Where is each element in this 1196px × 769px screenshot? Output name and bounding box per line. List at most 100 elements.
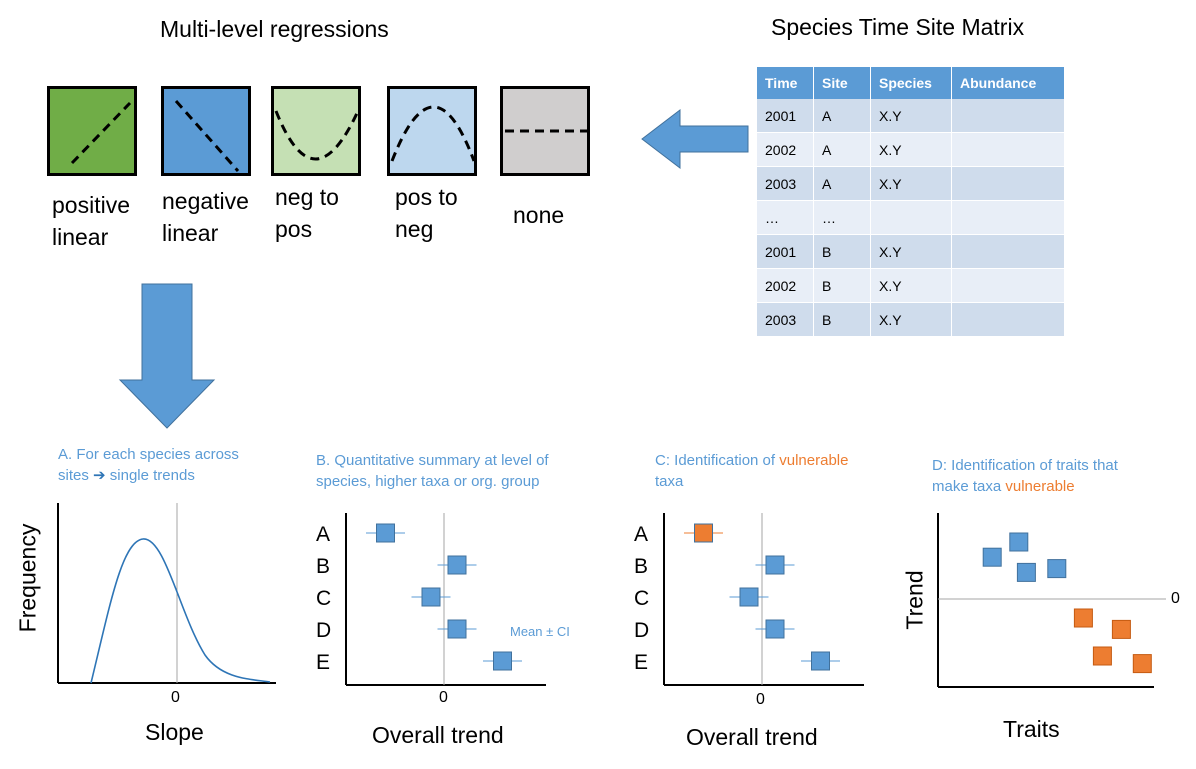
panel-c-mean-point	[765, 619, 785, 639]
cell	[951, 132, 1065, 167]
panel-b-category-label: D	[316, 619, 331, 642]
cell	[951, 166, 1065, 201]
panel-c-mean-point	[739, 587, 759, 607]
diagonal-down-line-icon	[174, 100, 240, 172]
cell	[870, 200, 952, 235]
cell: 2001	[757, 234, 814, 269]
panel-c-mean-point	[811, 651, 830, 671]
panel-d-chart	[937, 513, 1166, 688]
cell: X.Y	[870, 132, 952, 167]
panel-a-xlabel: Slope	[145, 719, 204, 745]
cell: X.Y	[870, 268, 952, 303]
pos-to-neg-box	[387, 86, 477, 176]
panel-c-mean-point	[765, 555, 785, 575]
panel-d-point	[1047, 559, 1067, 579]
panel-d-point	[1073, 608, 1093, 628]
cell: B	[813, 234, 871, 269]
cell: B	[813, 268, 871, 303]
left-arrow-icon	[641, 108, 749, 170]
panel-d-point	[982, 547, 1002, 567]
neg-to-pos-box	[271, 86, 361, 176]
matrix-header-abundance: Abundance	[951, 67, 1065, 99]
panel-b-category-label: B	[316, 555, 330, 578]
cell: X.Y	[870, 166, 952, 201]
cell: X.Y	[870, 234, 952, 269]
cell: A	[813, 132, 871, 167]
panel-b-category-label: C	[316, 587, 331, 610]
hump-curve-icon	[390, 105, 474, 162]
panel-a-caption: A. For each species across sites ➔ singl…	[58, 446, 239, 484]
regressions-title: Multi-level regressions	[160, 16, 389, 42]
cell	[951, 268, 1065, 303]
cell: A	[813, 166, 871, 201]
cell	[951, 234, 1065, 269]
matrix-header-site: Site	[813, 67, 871, 99]
panel-d-xlabel: Traits	[1003, 716, 1060, 742]
u-curve-icon	[274, 110, 358, 161]
cell: …	[757, 200, 814, 235]
cell	[951, 200, 1065, 235]
panel-c-mean-point	[694, 523, 713, 543]
vulnerable-highlight: vulnerable	[1005, 478, 1075, 495]
panel-b-mean-point	[447, 619, 467, 639]
panel-c-xlabel: Overall trend	[686, 724, 818, 750]
panel-b-category-label: E	[316, 651, 330, 674]
matrix-header-species: Species	[870, 67, 952, 99]
panel-a-chart	[57, 503, 276, 684]
panel-b-mean-point	[493, 651, 512, 671]
panel-d-caption: D: Identification of traits that make ta…	[932, 457, 1118, 495]
panel-b-category-label: A	[316, 523, 330, 546]
cell: B	[813, 302, 871, 337]
none-box	[500, 86, 590, 176]
panel-b-mean-point	[376, 523, 395, 543]
panel-d-point	[1132, 654, 1152, 674]
panel-d-point	[1092, 646, 1112, 666]
positive-linear-box	[47, 86, 137, 176]
cell: 2002	[757, 268, 814, 303]
panel-d-point	[1111, 619, 1131, 639]
negative-linear-box	[161, 86, 251, 176]
matrix-title: Species Time Site Matrix	[771, 14, 1025, 40]
panel-a-zero-tick: 0	[171, 689, 180, 706]
panel-c-category-label: C	[634, 587, 649, 610]
right-arrow-icon: ➔	[93, 467, 106, 484]
panel-b-mean-point	[447, 555, 467, 575]
diagonal-up-line-icon	[70, 101, 132, 165]
panel-c-zero-tick: 0	[756, 691, 765, 708]
cell: 2003	[757, 166, 814, 201]
panel-c-category-label: D	[634, 619, 649, 642]
cell: 2003	[757, 302, 814, 337]
cell: …	[813, 200, 871, 235]
panel-b-xlabel: Overall trend	[372, 722, 504, 748]
panel-c-caption: C: Identification of vulnerable taxa	[655, 452, 849, 490]
matrix-header-time: Time	[757, 67, 814, 99]
panel-d-zero-tick: 0	[1171, 590, 1180, 607]
vulnerable-highlight: vulnerable	[779, 452, 849, 469]
none-label: none	[513, 202, 565, 228]
cell: A	[813, 99, 871, 133]
flat-line-icon	[505, 129, 587, 133]
down-arrow-icon	[118, 283, 216, 429]
panel-b-caption: B. Quantitative summary at level of spec…	[316, 452, 549, 490]
mean-ci-annotation: Mean ± CI	[510, 624, 570, 639]
matrix-header-row: Time Site Species Abundance	[757, 67, 1065, 99]
panel-b-zero-tick: 0	[439, 689, 448, 706]
panel-d-point	[1009, 532, 1029, 552]
panel-b-mean-point	[421, 587, 441, 607]
panel-c-category-label: B	[634, 555, 648, 578]
cell: X.Y	[870, 99, 952, 133]
cell: 2002	[757, 132, 814, 167]
panel-c-category-label: E	[634, 651, 648, 674]
